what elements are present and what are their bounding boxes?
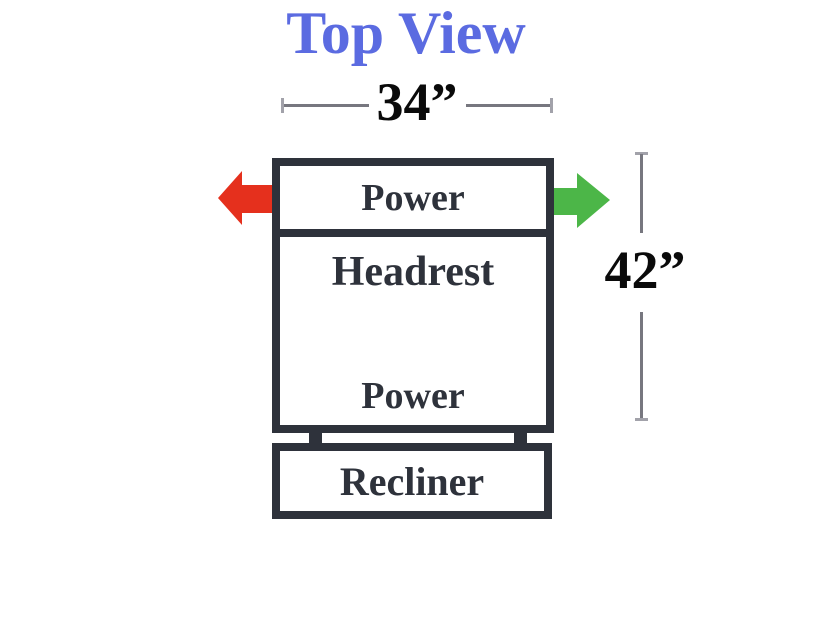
connector-leg-right xyxy=(514,428,527,446)
page-title: Top View xyxy=(286,0,526,66)
seat-body-section: Headrest Power xyxy=(280,237,546,425)
height-dimension-cap-bottom xyxy=(635,418,648,421)
seat-outline-box: Power Headrest Power xyxy=(272,158,554,433)
height-dimension-line-bottom xyxy=(640,312,643,420)
headrest-label: Headrest xyxy=(331,249,495,295)
width-dimension-line-right xyxy=(465,103,550,107)
height-dimension-label: 42” xyxy=(604,240,686,300)
width-dimension-label: 34” xyxy=(376,72,458,132)
width-dimension-line-left xyxy=(284,103,369,107)
width-dimension: 34” xyxy=(281,72,553,132)
power-headrest-top-band: Power xyxy=(280,166,546,237)
recliner-label: Recliner xyxy=(339,458,485,504)
green-right-arrow-icon xyxy=(554,173,610,228)
bottom-power-label: Power xyxy=(361,375,465,417)
height-dimension-line-top xyxy=(640,154,643,233)
red-left-arrow-icon xyxy=(218,171,272,225)
connector-leg-left xyxy=(309,428,322,446)
red-left-arrow-shape xyxy=(218,171,272,225)
width-dimension-tick-left xyxy=(281,97,284,113)
recliner-base-box: Recliner xyxy=(272,443,552,519)
width-dimension-tick-right xyxy=(550,97,553,113)
height-dimension-cap-top xyxy=(635,152,648,155)
green-right-arrow-shape xyxy=(554,173,610,228)
top-power-label: Power xyxy=(361,176,465,219)
